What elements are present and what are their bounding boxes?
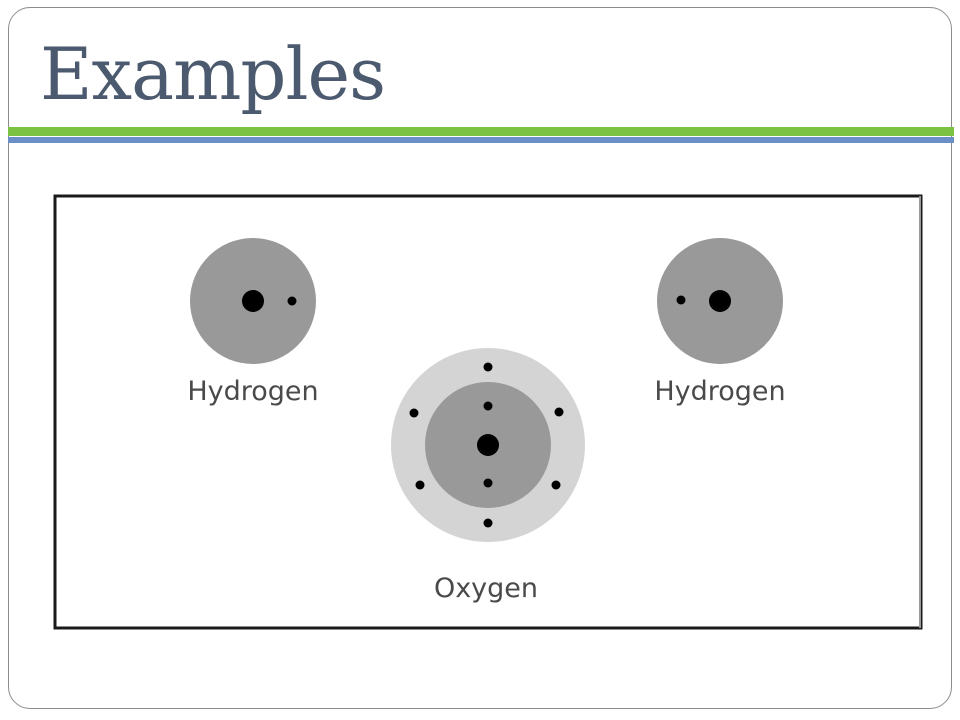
oxygen-inner-electron <box>483 478 493 488</box>
atom-hydrogen-right: Hydrogen <box>654 238 786 407</box>
hydrogen-left-label: Hydrogen <box>187 376 318 407</box>
hydrogen-right-label: Hydrogen <box>654 376 785 407</box>
oxygen-label: Oxygen <box>434 573 538 604</box>
oxygen-outer-electron <box>409 408 419 418</box>
molecule-diagram-svg: Hydrogen Oxygen Hydrogen <box>53 194 923 630</box>
molecule-diagram: Hydrogen Oxygen Hydrogen <box>53 194 925 631</box>
oxygen-outer-electron <box>483 362 493 372</box>
oxygen-outer-electron <box>483 518 493 528</box>
oxygen-inner-electron <box>483 401 493 411</box>
oxygen-outer-electron <box>554 407 564 417</box>
hydrogen-right-nucleus <box>709 290 731 312</box>
title-underline-green <box>8 127 954 136</box>
slide-title: Examples <box>40 32 386 116</box>
hydrogen-left-electron <box>287 296 297 306</box>
oxygen-outer-electron <box>415 480 425 490</box>
oxygen-outer-electron <box>551 480 561 490</box>
hydrogen-left-nucleus <box>242 290 264 312</box>
oxygen-nucleus <box>477 434 499 456</box>
atom-oxygen: Oxygen <box>391 348 585 604</box>
atom-hydrogen-left: Hydrogen <box>187 238 319 407</box>
title-underline-blue <box>8 137 954 143</box>
hydrogen-right-electron <box>676 295 686 305</box>
